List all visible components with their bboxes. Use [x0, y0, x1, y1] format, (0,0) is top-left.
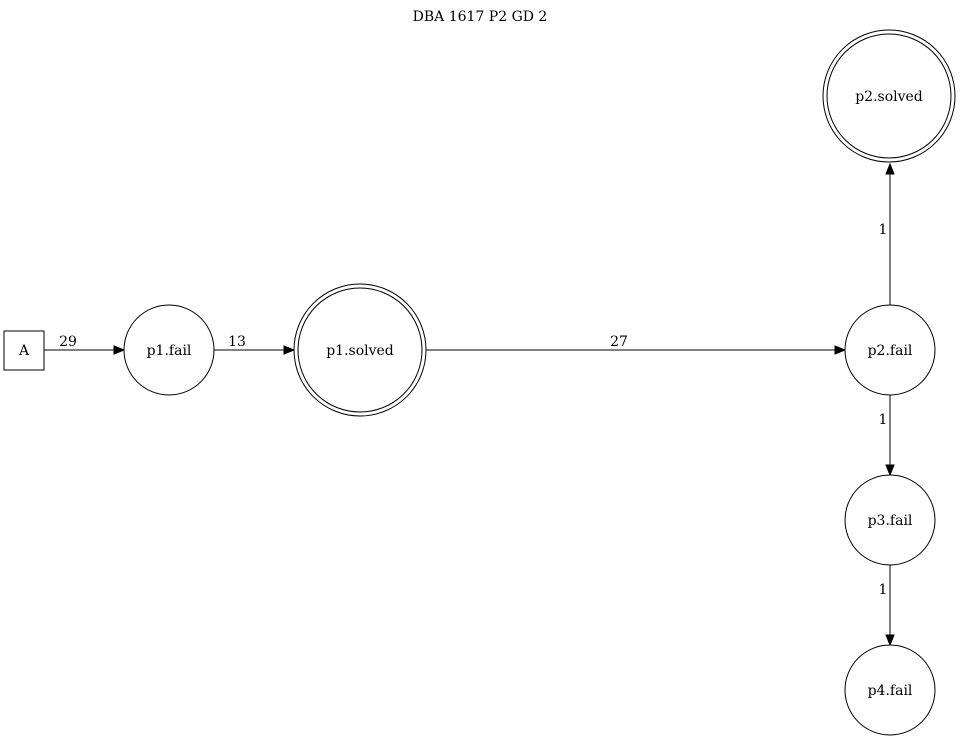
- node-label: p2.solved: [855, 89, 923, 105]
- node-p1-fail: p1.fail: [123, 304, 215, 396]
- edge-label: 1: [879, 412, 888, 428]
- node-p2-fail: p2.fail: [844, 304, 936, 396]
- edge-p1-fail-to-p1-solved: 13: [214, 334, 296, 355]
- edge-a-to-p1-fail: 29: [44, 334, 126, 355]
- edge-label: 27: [610, 334, 628, 350]
- node-label: A: [18, 343, 30, 359]
- edge-p2-fail-to-p2-solved: 1: [879, 162, 895, 305]
- node-p3-fail: p3.fail: [844, 474, 936, 566]
- edge-label: 1: [879, 222, 888, 238]
- node-label: p1.fail: [147, 343, 192, 359]
- edge-p2-fail-to-p3-fail: 1: [879, 395, 895, 477]
- graph-title: DBA 1617 P2 GD 2: [413, 9, 548, 25]
- node-p2-solved: p2.solved: [822, 29, 956, 163]
- edge-label: 29: [59, 334, 77, 350]
- node-a: A: [3, 330, 45, 371]
- edge-p1-solved-to-p2-fail: 27: [426, 334, 847, 355]
- edge-label: 1: [879, 582, 888, 598]
- node-label: p3.fail: [868, 513, 913, 529]
- node-p4-fail: p4.fail: [844, 644, 936, 736]
- node-label: p4.fail: [868, 683, 913, 699]
- edge-label: 13: [228, 334, 246, 350]
- node-label: p2.fail: [868, 343, 913, 359]
- node-p1-solved: p1.solved: [293, 283, 427, 417]
- edge-p3-fail-to-p4-fail: 1: [879, 565, 895, 647]
- node-label: p1.solved: [326, 343, 394, 359]
